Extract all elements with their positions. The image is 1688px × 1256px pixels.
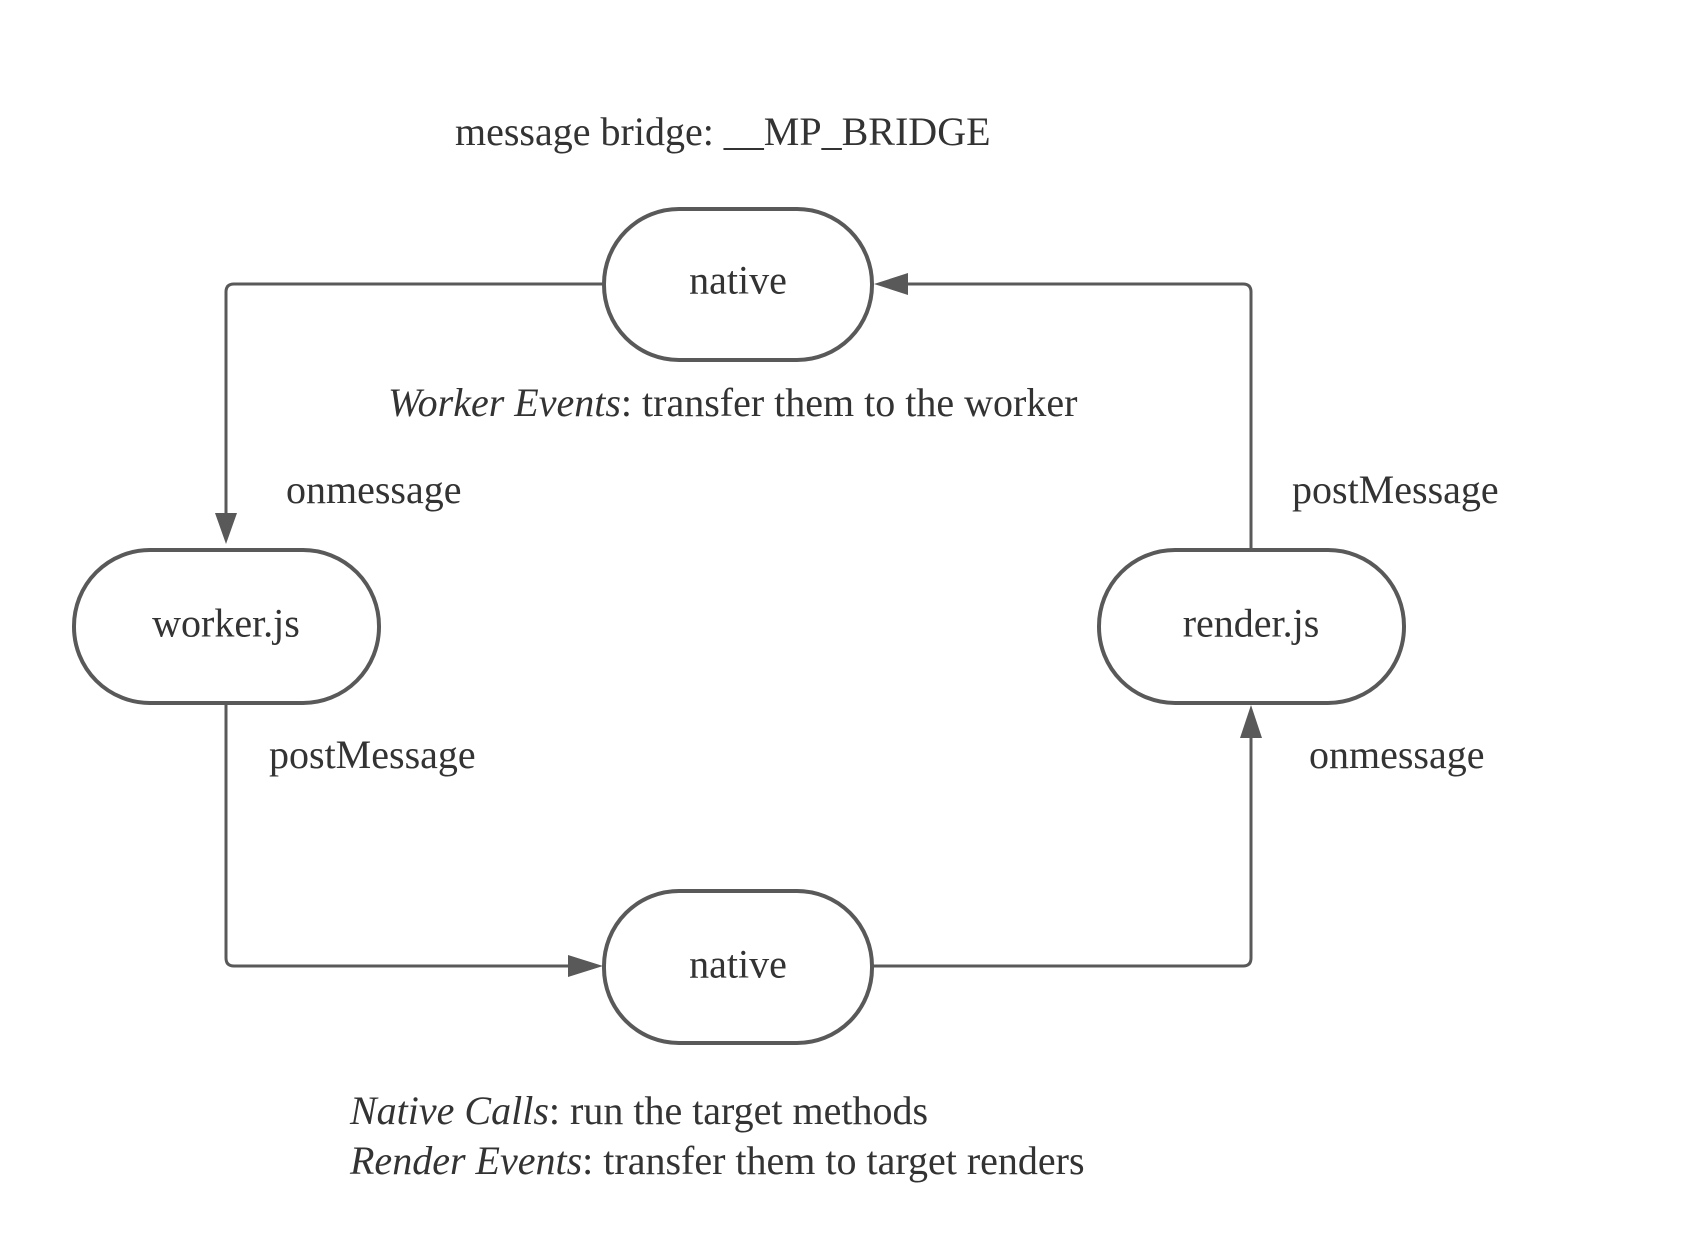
label-worker-onmessage: onmessage xyxy=(286,467,462,512)
label-render-postmessage: postMessage xyxy=(1292,467,1499,512)
node-render: render.js xyxy=(1097,548,1406,705)
note-worker-events: Worker Events: transfer them to the work… xyxy=(388,380,1077,425)
label-render-onmessage: onmessage xyxy=(1309,732,1485,777)
edge-native-to-worker xyxy=(224,282,603,515)
edge-native-to-render xyxy=(871,735,1253,968)
label-worker-postmessage: postMessage xyxy=(269,732,476,777)
node-native-bottom-label: native xyxy=(689,942,787,987)
node-native-top: native xyxy=(602,207,874,362)
arrowhead-into-render xyxy=(1240,705,1262,738)
note-native-calls-term: Native Calls xyxy=(349,1088,549,1133)
node-native-top-label: native xyxy=(689,258,787,303)
note-render-events: Render Events: transfer them to target r… xyxy=(349,1138,1085,1183)
node-worker-label: worker.js xyxy=(152,601,300,646)
arrowhead-into-native-top xyxy=(874,273,908,295)
arrowhead-into-worker xyxy=(215,513,237,544)
note-worker-events-text: : transfer them to the worker xyxy=(621,380,1078,425)
note-worker-events-term: Worker Events xyxy=(388,380,621,425)
node-native-bottom: native xyxy=(602,889,874,1045)
note-native-calls: Native Calls: run the target methods xyxy=(349,1088,928,1133)
node-worker: worker.js xyxy=(72,548,381,705)
edge-worker-to-native xyxy=(224,702,570,968)
diagram-title: message bridge: __MP_BRIDGE xyxy=(455,109,991,154)
node-render-label: render.js xyxy=(1183,601,1320,646)
note-render-events-text: : transfer them to target renders xyxy=(582,1138,1084,1183)
note-render-events-term: Render Events xyxy=(349,1138,582,1183)
edge-render-to-native xyxy=(907,282,1253,549)
arrowhead-into-native-bottom xyxy=(568,955,603,977)
note-native-calls-text: : run the target methods xyxy=(549,1088,928,1133)
